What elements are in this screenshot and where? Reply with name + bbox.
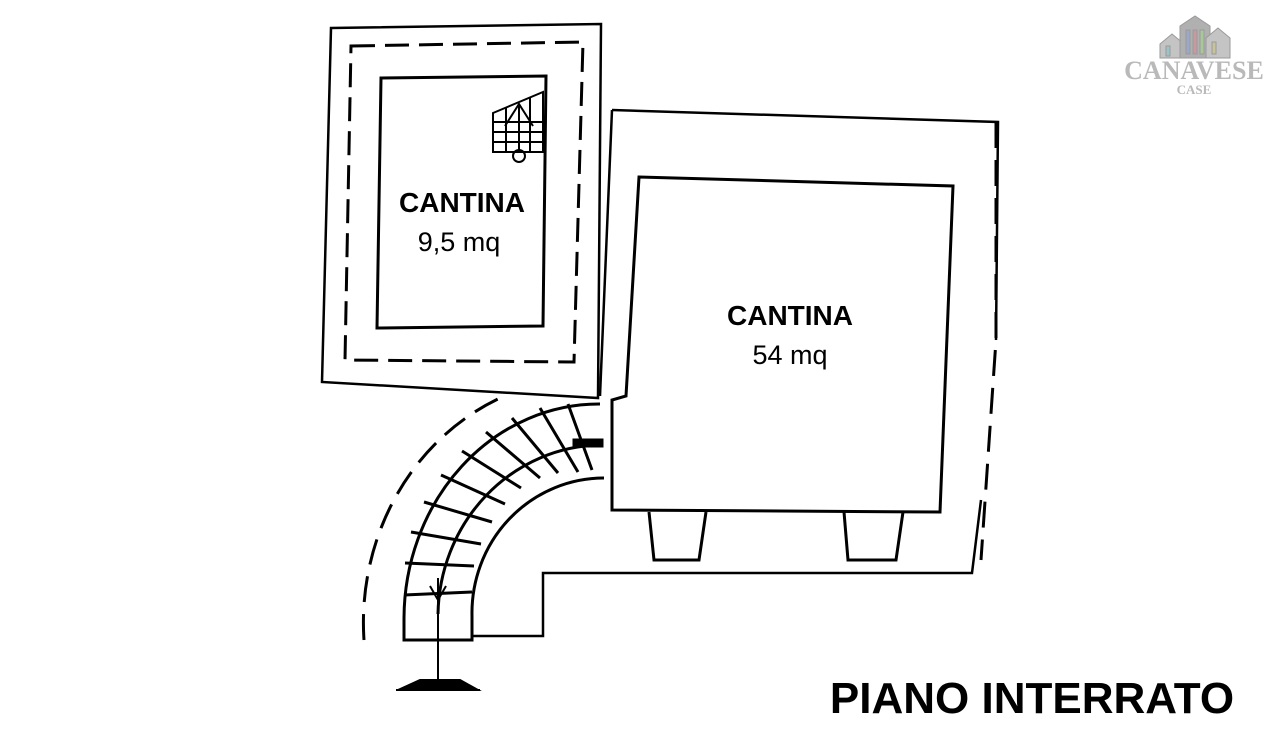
small-cellar-room xyxy=(375,74,548,330)
large-cellar-dashed-line xyxy=(979,122,998,561)
logo-houses-icon xyxy=(1159,15,1231,59)
logo: CANAVESE CASE xyxy=(1124,15,1264,97)
large-cellar-left-wall xyxy=(598,109,614,397)
large-cellar-block xyxy=(472,108,1000,638)
logo-name: CANAVESE xyxy=(1124,56,1264,85)
floor-label: PIANO INTERRATO xyxy=(830,674,1234,723)
small-cellar-area: 9,5 mq xyxy=(418,227,501,257)
staircase-dashed-arc xyxy=(361,396,501,641)
entrance-arrow-icon xyxy=(396,578,482,691)
large-cellar-room xyxy=(610,175,955,514)
recess-right xyxy=(842,511,905,562)
staircase-symbol-icon xyxy=(492,90,544,163)
large-cellar-area: 54 mq xyxy=(752,340,827,370)
large-cellar-name: CANTINA xyxy=(727,300,853,331)
small-cellar-block xyxy=(320,22,603,400)
curved-staircase xyxy=(402,402,605,642)
small-cellar-dashed-line xyxy=(343,40,585,364)
large-cellar-outer-wall xyxy=(472,108,1000,638)
small-cellar-name: CANTINA xyxy=(399,187,525,218)
recess-left xyxy=(647,511,708,562)
logo-sub: CASE xyxy=(1177,82,1212,97)
small-cellar-outer-wall xyxy=(320,22,603,400)
